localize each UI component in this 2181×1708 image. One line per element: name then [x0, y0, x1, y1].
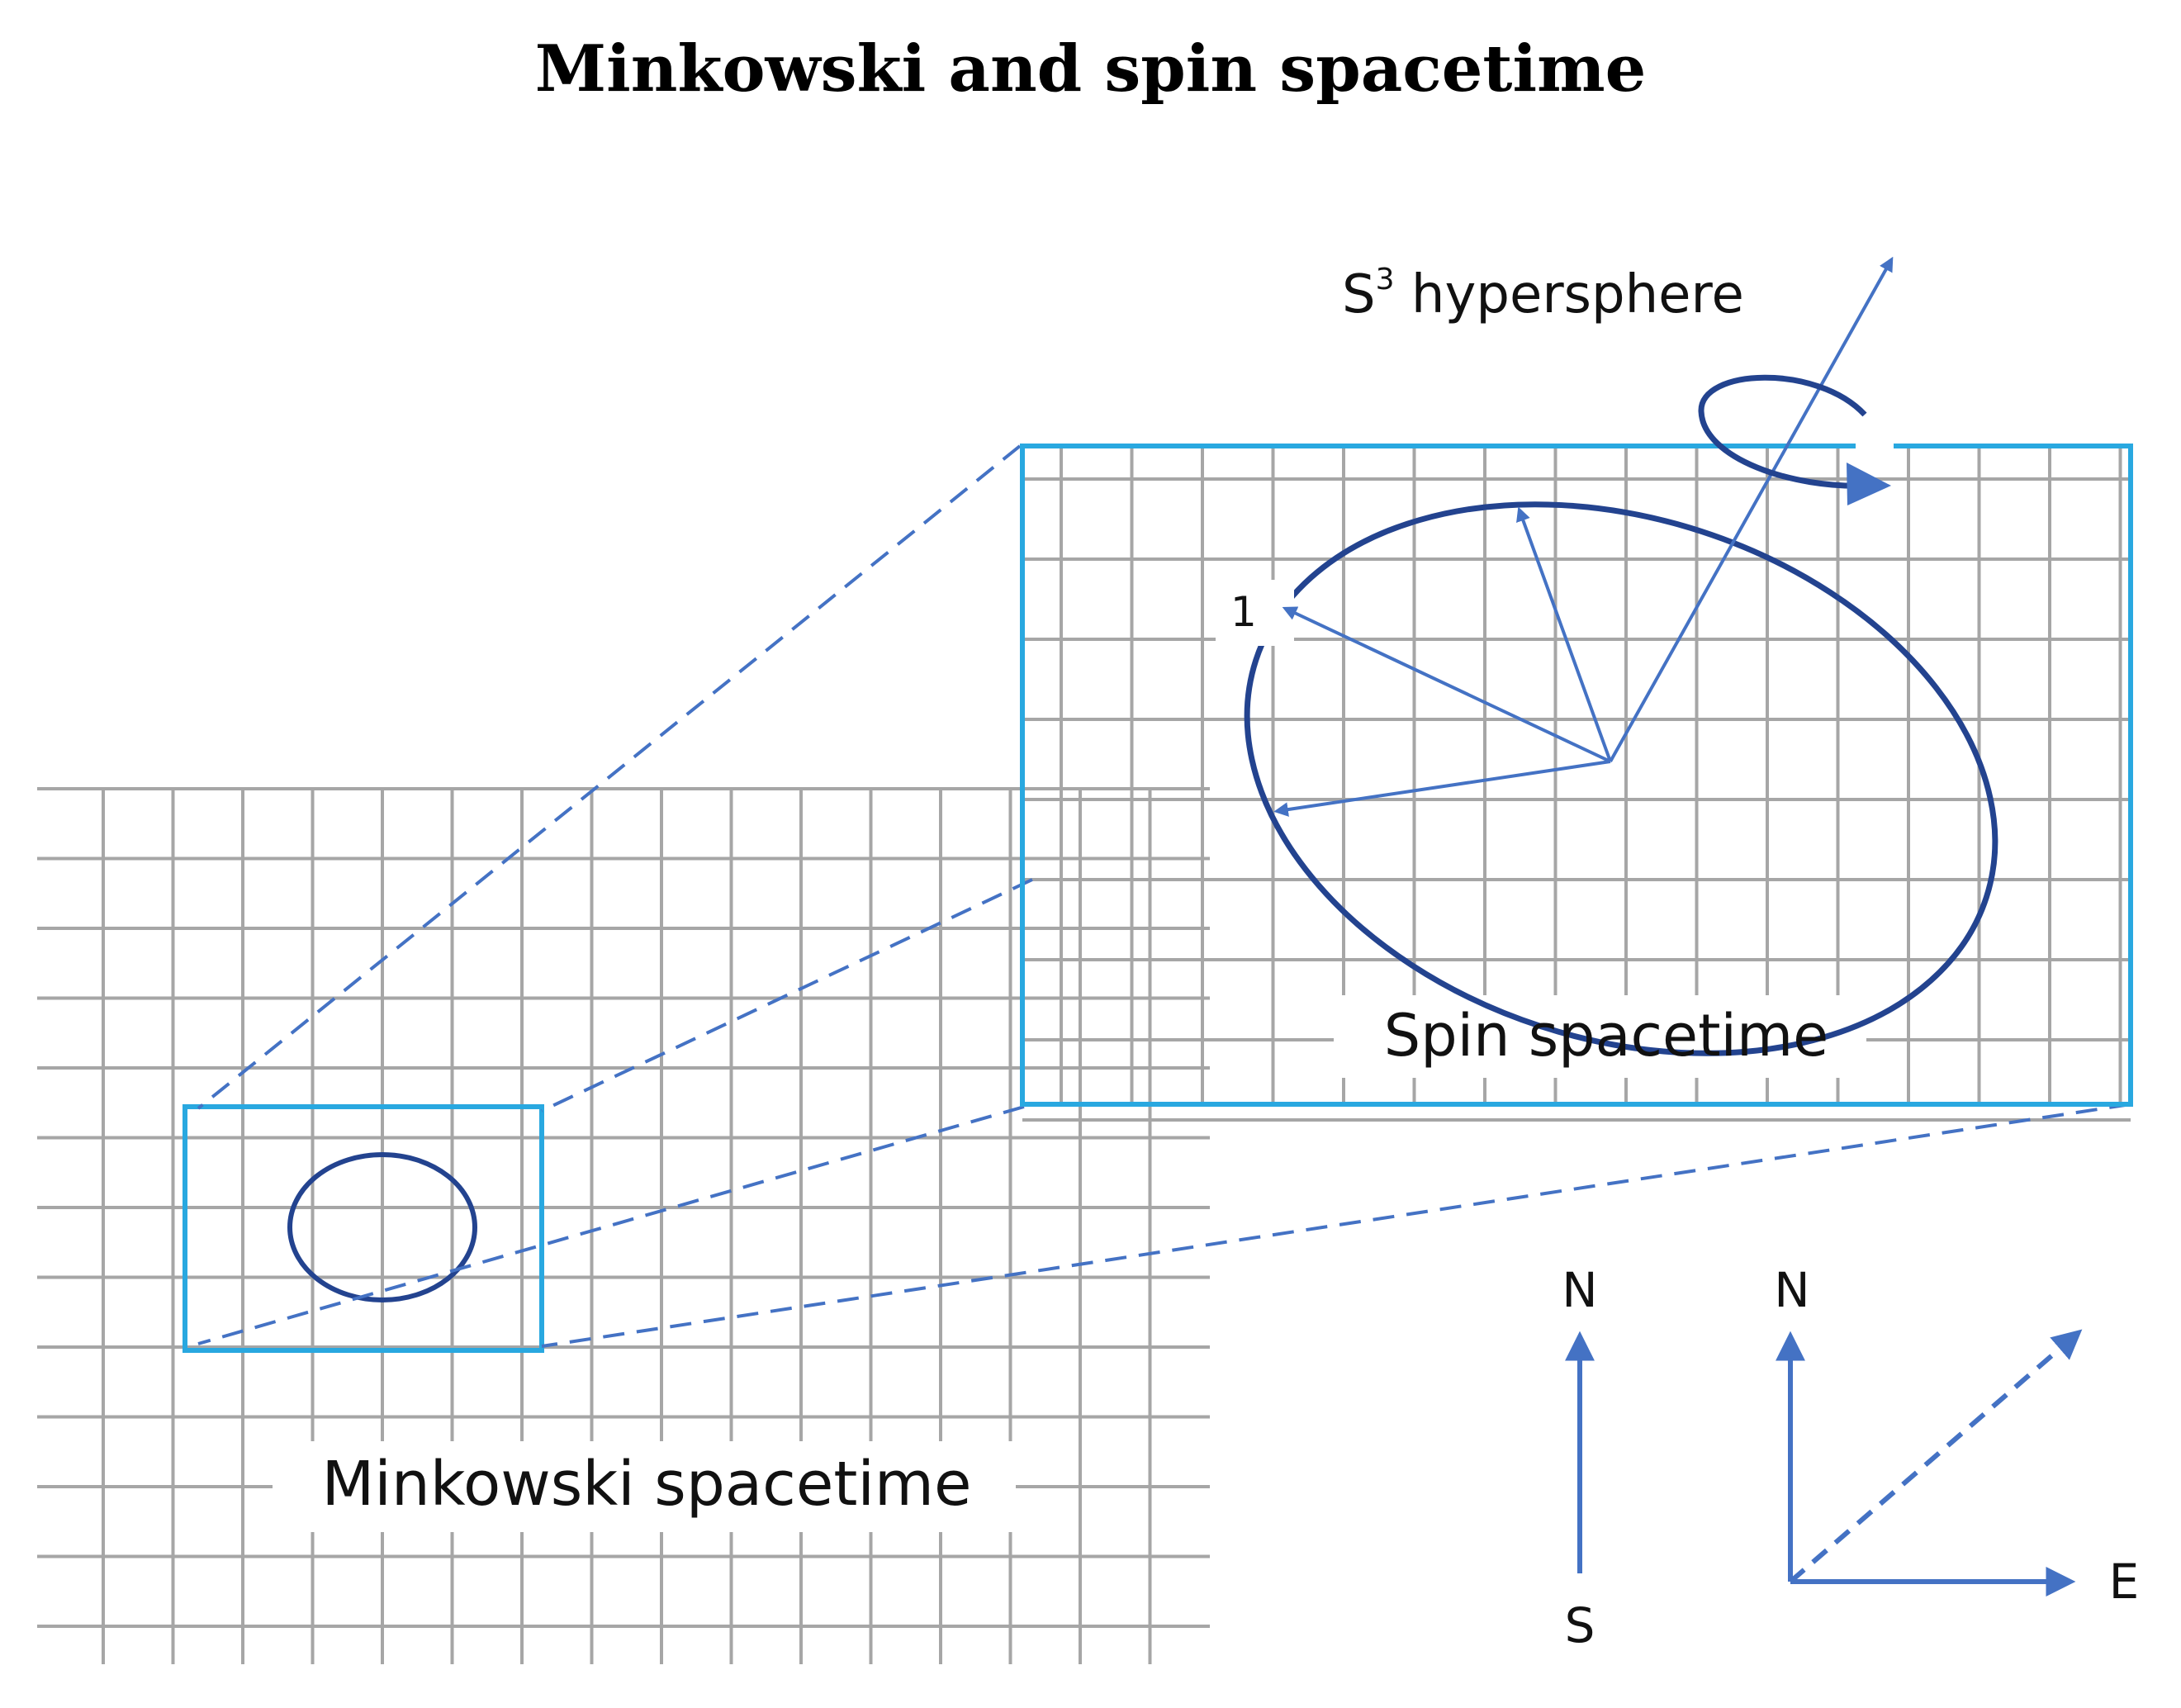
hypersphere-s: S — [1342, 264, 1376, 325]
minkowski-spacetime-label: Minkowski spacetime — [321, 1449, 971, 1520]
hypersphere-exponent: 3 — [1376, 263, 1395, 297]
rotation-arrowhead — [1847, 463, 1891, 505]
spin-spacetime-grid — [1022, 446, 2131, 1122]
minkowski-grid — [37, 787, 1210, 1664]
spin-label-background — [1334, 995, 1866, 1078]
vector-left — [1273, 760, 1611, 817]
projection-line-lower-left — [197, 1105, 1025, 1345]
unit-label: 1 — [1230, 588, 1257, 636]
diagonal-dashed-arrow — [1789, 1329, 2083, 1584]
vector-up — [1516, 506, 1612, 762]
compass1-north-label: N — [1562, 1262, 1597, 1318]
projection-line-bottom-right — [541, 1103, 2131, 1348]
spin-spacetime-label: Spin spacetime — [1384, 1002, 1828, 1070]
hypersphere-axis — [1609, 256, 1894, 762]
rotation-arrow — [1698, 374, 1869, 489]
spin-spacetime-frame — [1020, 444, 2133, 1107]
projection-lines — [197, 444, 2131, 1348]
compass2-east-label: E — [2109, 1554, 2140, 1610]
hypersphere-label: S3 hypersphere — [1342, 263, 1744, 325]
projection-line-top-left — [197, 444, 1022, 1110]
compass1-south-label: S — [1565, 1597, 1595, 1653]
compass-north-south: N S — [1562, 1262, 1597, 1653]
spin-ellipse — [1244, 501, 1998, 1056]
minkowski-zoom-frame — [183, 1104, 544, 1353]
minkowski-small-ellipse — [287, 1152, 477, 1302]
spin-vectors — [1273, 256, 1894, 817]
minkowski-label-background — [273, 1441, 1016, 1532]
vector-to-unit — [1282, 606, 1611, 763]
unit-label-gap — [1216, 580, 1294, 646]
projection-line-mid-left — [541, 878, 1033, 1113]
rotation-gap — [1856, 429, 1894, 466]
hypersphere-word: hypersphere — [1395, 264, 1744, 325]
compass2-north-label: N — [1774, 1262, 1809, 1318]
compass-north-east: N E — [1774, 1262, 2139, 1610]
figure-title: Minkowski and spin spacetime — [534, 31, 1647, 107]
